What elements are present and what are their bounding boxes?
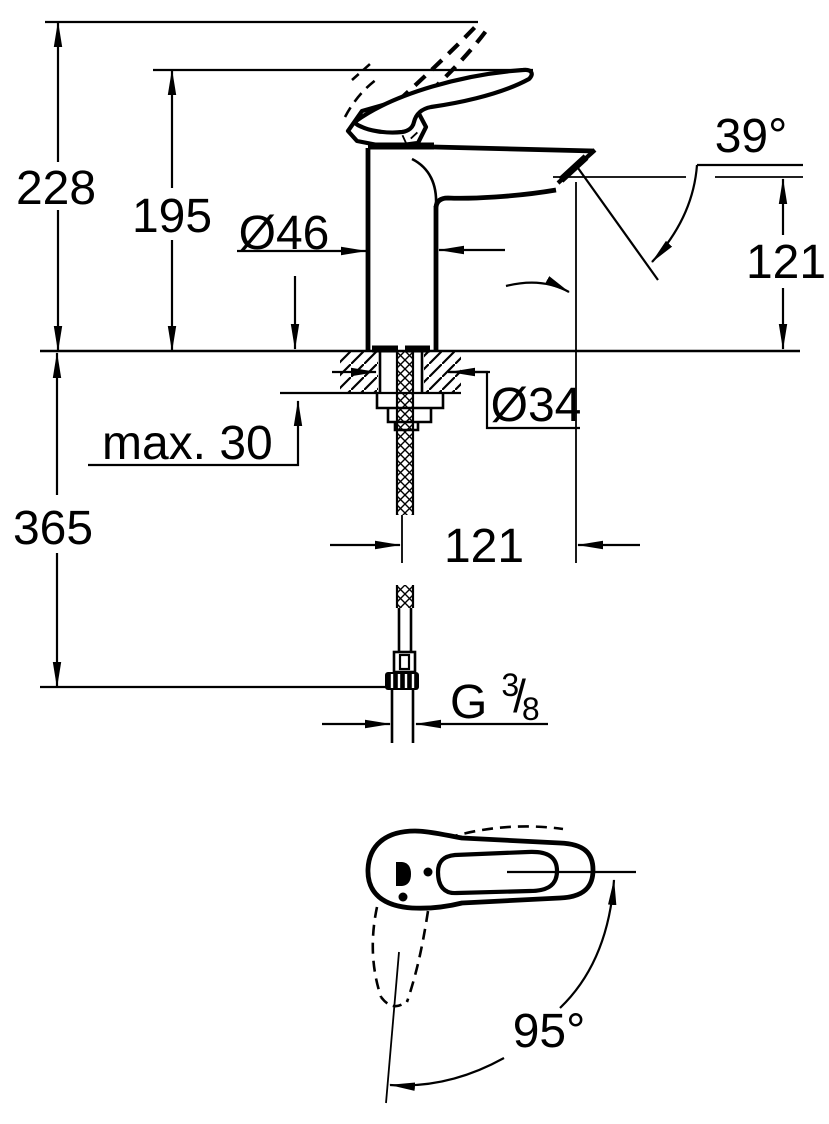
lever-raised-dash-3 — [343, 77, 378, 118]
spout-top-edge — [433, 144, 595, 154]
angle95-arc-lower — [389, 1057, 505, 1091]
max30-leader — [88, 400, 303, 467]
hose-coupling-inner — [398, 653, 411, 671]
dim-label-height-total: 228 — [16, 162, 96, 215]
handle-top-view — [365, 825, 636, 1104]
handle-dot-1 — [423, 867, 433, 877]
handle-inner-outline — [435, 849, 560, 896]
mounting-nut-mid — [386, 408, 433, 424]
faucet-front-view — [343, 22, 597, 353]
thread-letter: G — [450, 676, 487, 729]
flow-curve-arrow — [505, 276, 570, 293]
thread-slash: / — [513, 670, 526, 722]
handle-swung-dash-right — [405, 910, 430, 1003]
thread-denominator: 8 — [522, 691, 540, 727]
dim-label-hose-length: 365 — [13, 502, 93, 555]
dim-label-spout-height: 121 — [746, 236, 826, 289]
mounting-nut-flange — [375, 393, 445, 410]
lever-raised-dash-4 — [351, 63, 371, 81]
threaded-rod-upper — [397, 352, 413, 515]
dim-label-handle-angle: 95° — [513, 1005, 586, 1058]
lever-raised-dash-1 — [396, 22, 480, 103]
angle95-arc-upper — [559, 879, 617, 1009]
shank-sleeve-walls — [378, 352, 424, 392]
hose-braid-edges — [395, 585, 415, 608]
thread-numerator: 3 — [501, 667, 519, 703]
mounting-nut-small — [393, 422, 420, 432]
dia34-leader — [448, 370, 580, 430]
handle-cartridge-mark — [396, 862, 411, 886]
dim-label-spout-angle: 39° — [715, 110, 788, 163]
handle-alt-position-dash — [446, 825, 564, 840]
dim-label-body-diameter: Ø46 — [239, 207, 330, 260]
dimension-labels: 228 195 Ø46 39° 121 max. 30 Ø34 365 121 … — [13, 110, 826, 1058]
dimension-lines — [52, 21, 788, 729]
lever-blade — [353, 67, 534, 135]
dim-label-height-body: 195 — [132, 190, 212, 243]
dim-label-max-thickness: max. 30 — [102, 417, 273, 470]
dim-label-spout-reach: 121 — [444, 520, 524, 573]
handle-dot-2 — [398, 892, 408, 902]
spout-bottom-edge — [433, 187, 557, 208]
connector-nut-ribs — [390, 674, 415, 688]
mounting-section — [375, 352, 445, 515]
handle-swung-extension-line — [385, 951, 400, 1104]
handle-swung-dash-left — [371, 906, 383, 998]
stream-direction-line — [577, 167, 659, 281]
dim-label-hole-diameter: Ø34 — [491, 379, 582, 432]
connector-thread-tube — [390, 690, 415, 743]
hose-section — [385, 585, 419, 743]
connector-nut — [385, 672, 419, 690]
threaded-rod-upper-edges — [395, 352, 415, 515]
hose-braid — [397, 585, 413, 608]
hose-tube — [397, 608, 413, 652]
spout-inner-fillet — [411, 157, 438, 206]
aerator-band — [558, 154, 589, 183]
angle39-arc — [651, 164, 699, 263]
